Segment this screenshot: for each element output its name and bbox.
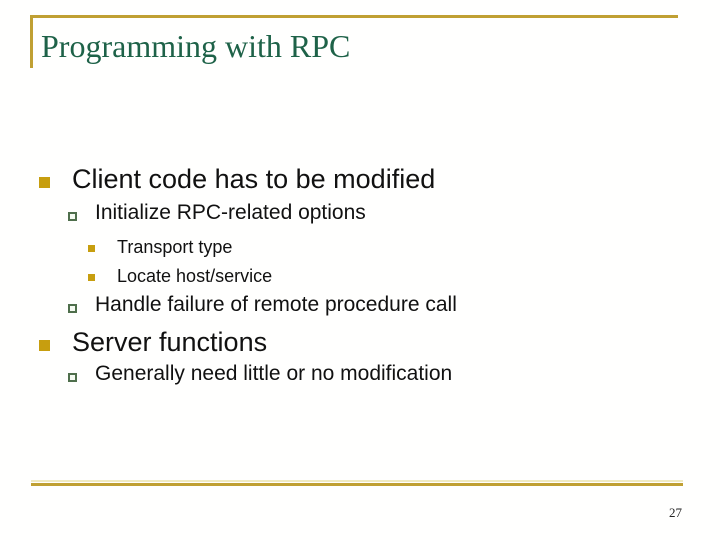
bullet-text: Locate host/service <box>117 266 273 286</box>
bullet-text: Handle failure of remote procedure call <box>95 293 457 316</box>
bullet-text: Client code has to be modified <box>72 164 436 194</box>
outlined-square-bullet-icon <box>68 212 77 221</box>
small-square-bullet-icon <box>88 245 95 252</box>
bottom-accent-line-highlight <box>31 480 683 482</box>
bottom-accent-line <box>31 483 683 486</box>
page-number: 27 <box>669 505 682 520</box>
outlined-square-bullet-icon <box>68 373 77 382</box>
bullet-text: Generally need little or no modification <box>95 362 453 385</box>
bullet-text: Initialize RPC-related options <box>95 201 366 224</box>
filled-square-bullet-icon <box>39 177 50 188</box>
left-accent-line <box>30 15 33 68</box>
bullet-item-level3: Locate host/service <box>88 267 272 285</box>
bullet-item-level2: Handle failure of remote procedure call <box>68 294 457 315</box>
bullet-item-level1: Client code has to be modified <box>39 166 435 193</box>
slide-title: Programming with RPC <box>41 28 351 64</box>
bullet-text: Transport type <box>117 237 233 257</box>
top-accent-line <box>30 15 678 18</box>
bullet-item-level3: Transport type <box>88 238 232 256</box>
filled-square-bullet-icon <box>39 340 50 351</box>
bullet-item-level1: Server functions <box>39 329 267 356</box>
bullet-item-level2: Generally need little or no modification <box>68 363 452 384</box>
bullet-item-level2: Initialize RPC-related options <box>68 202 366 223</box>
small-square-bullet-icon <box>88 274 95 281</box>
bullet-text: Server functions <box>72 327 268 357</box>
outlined-square-bullet-icon <box>68 304 77 313</box>
